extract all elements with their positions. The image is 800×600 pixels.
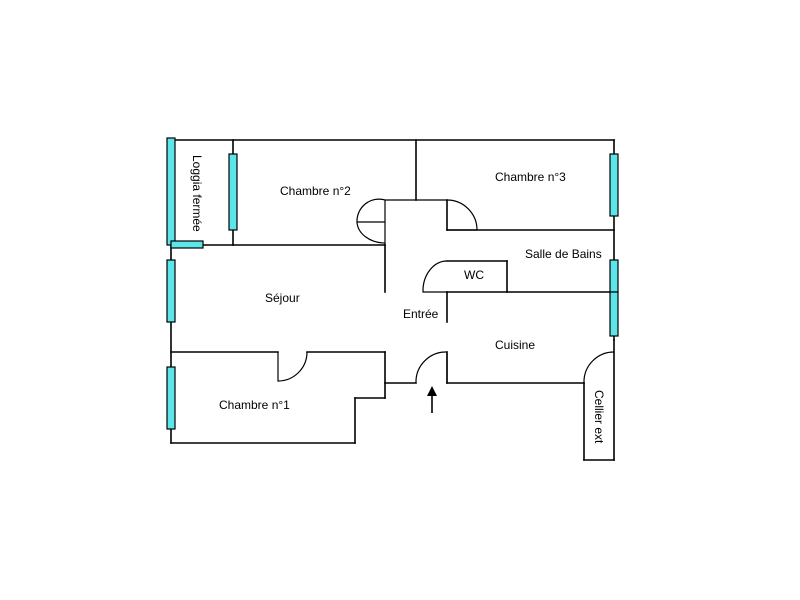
- label-cellier: Cellier ext: [592, 390, 606, 444]
- door-swings: [277, 198, 615, 384]
- label-cuisine: Cuisine: [495, 338, 535, 352]
- windows: [166, 137, 619, 430]
- window-cuisine: [609, 291, 619, 337]
- window-loggia-inner: [228, 153, 238, 231]
- window-chambre1: [166, 366, 176, 430]
- window-chambre3: [609, 153, 619, 217]
- walls: [170, 139, 615, 461]
- window-loggia-bottom: [170, 240, 204, 249]
- label-salle-de-bains: Salle de Bains: [525, 247, 602, 261]
- label-chambre1: Chambre n°1: [219, 398, 290, 412]
- window-sejour: [166, 259, 176, 323]
- label-chambre3: Chambre n°3: [495, 170, 566, 184]
- window-bath: [609, 259, 619, 293]
- window-loggia-left: [166, 137, 176, 246]
- label-chambre2: Chambre n°2: [280, 184, 351, 198]
- room-labels: Loggia fermée Chambre n°2 Chambre n°3 Sa…: [190, 155, 606, 444]
- label-wc: WC: [464, 268, 484, 282]
- entrance-arrow-icon: [427, 386, 437, 413]
- label-sejour: Séjour: [265, 291, 300, 305]
- label-entree: Entrée: [403, 307, 439, 321]
- label-loggia: Loggia fermée: [190, 155, 204, 232]
